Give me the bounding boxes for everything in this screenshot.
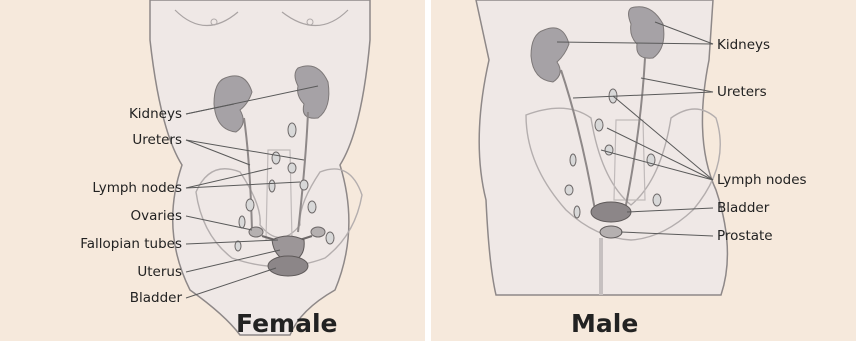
female-panel: Kidneys Ureters Lymph nodes Ovaries Fall… <box>0 0 425 341</box>
female-anatomy-illustration <box>0 0 425 341</box>
label-lymph-nodes: Lymph nodes <box>92 180 182 196</box>
male-anatomy-illustration <box>431 0 856 341</box>
label-lymph-nodes: Lymph nodes <box>717 172 807 188</box>
label-kidneys: Kidneys <box>717 37 770 53</box>
label-prostate: Prostate <box>717 228 773 244</box>
label-ureters: Ureters <box>717 84 767 100</box>
label-fallopian-tubes: Fallopian tubes <box>80 236 182 252</box>
male-panel: Kidneys Ureters Lymph nodes Bladder Pros… <box>431 0 856 341</box>
label-bladder: Bladder <box>130 290 182 306</box>
label-ovaries: Ovaries <box>130 208 182 224</box>
label-kidneys: Kidneys <box>129 106 182 122</box>
label-ureters: Ureters <box>132 132 182 148</box>
male-caption: Male <box>571 310 638 338</box>
female-caption: Female <box>236 310 337 338</box>
label-uterus: Uterus <box>137 264 182 280</box>
label-bladder: Bladder <box>717 200 769 216</box>
